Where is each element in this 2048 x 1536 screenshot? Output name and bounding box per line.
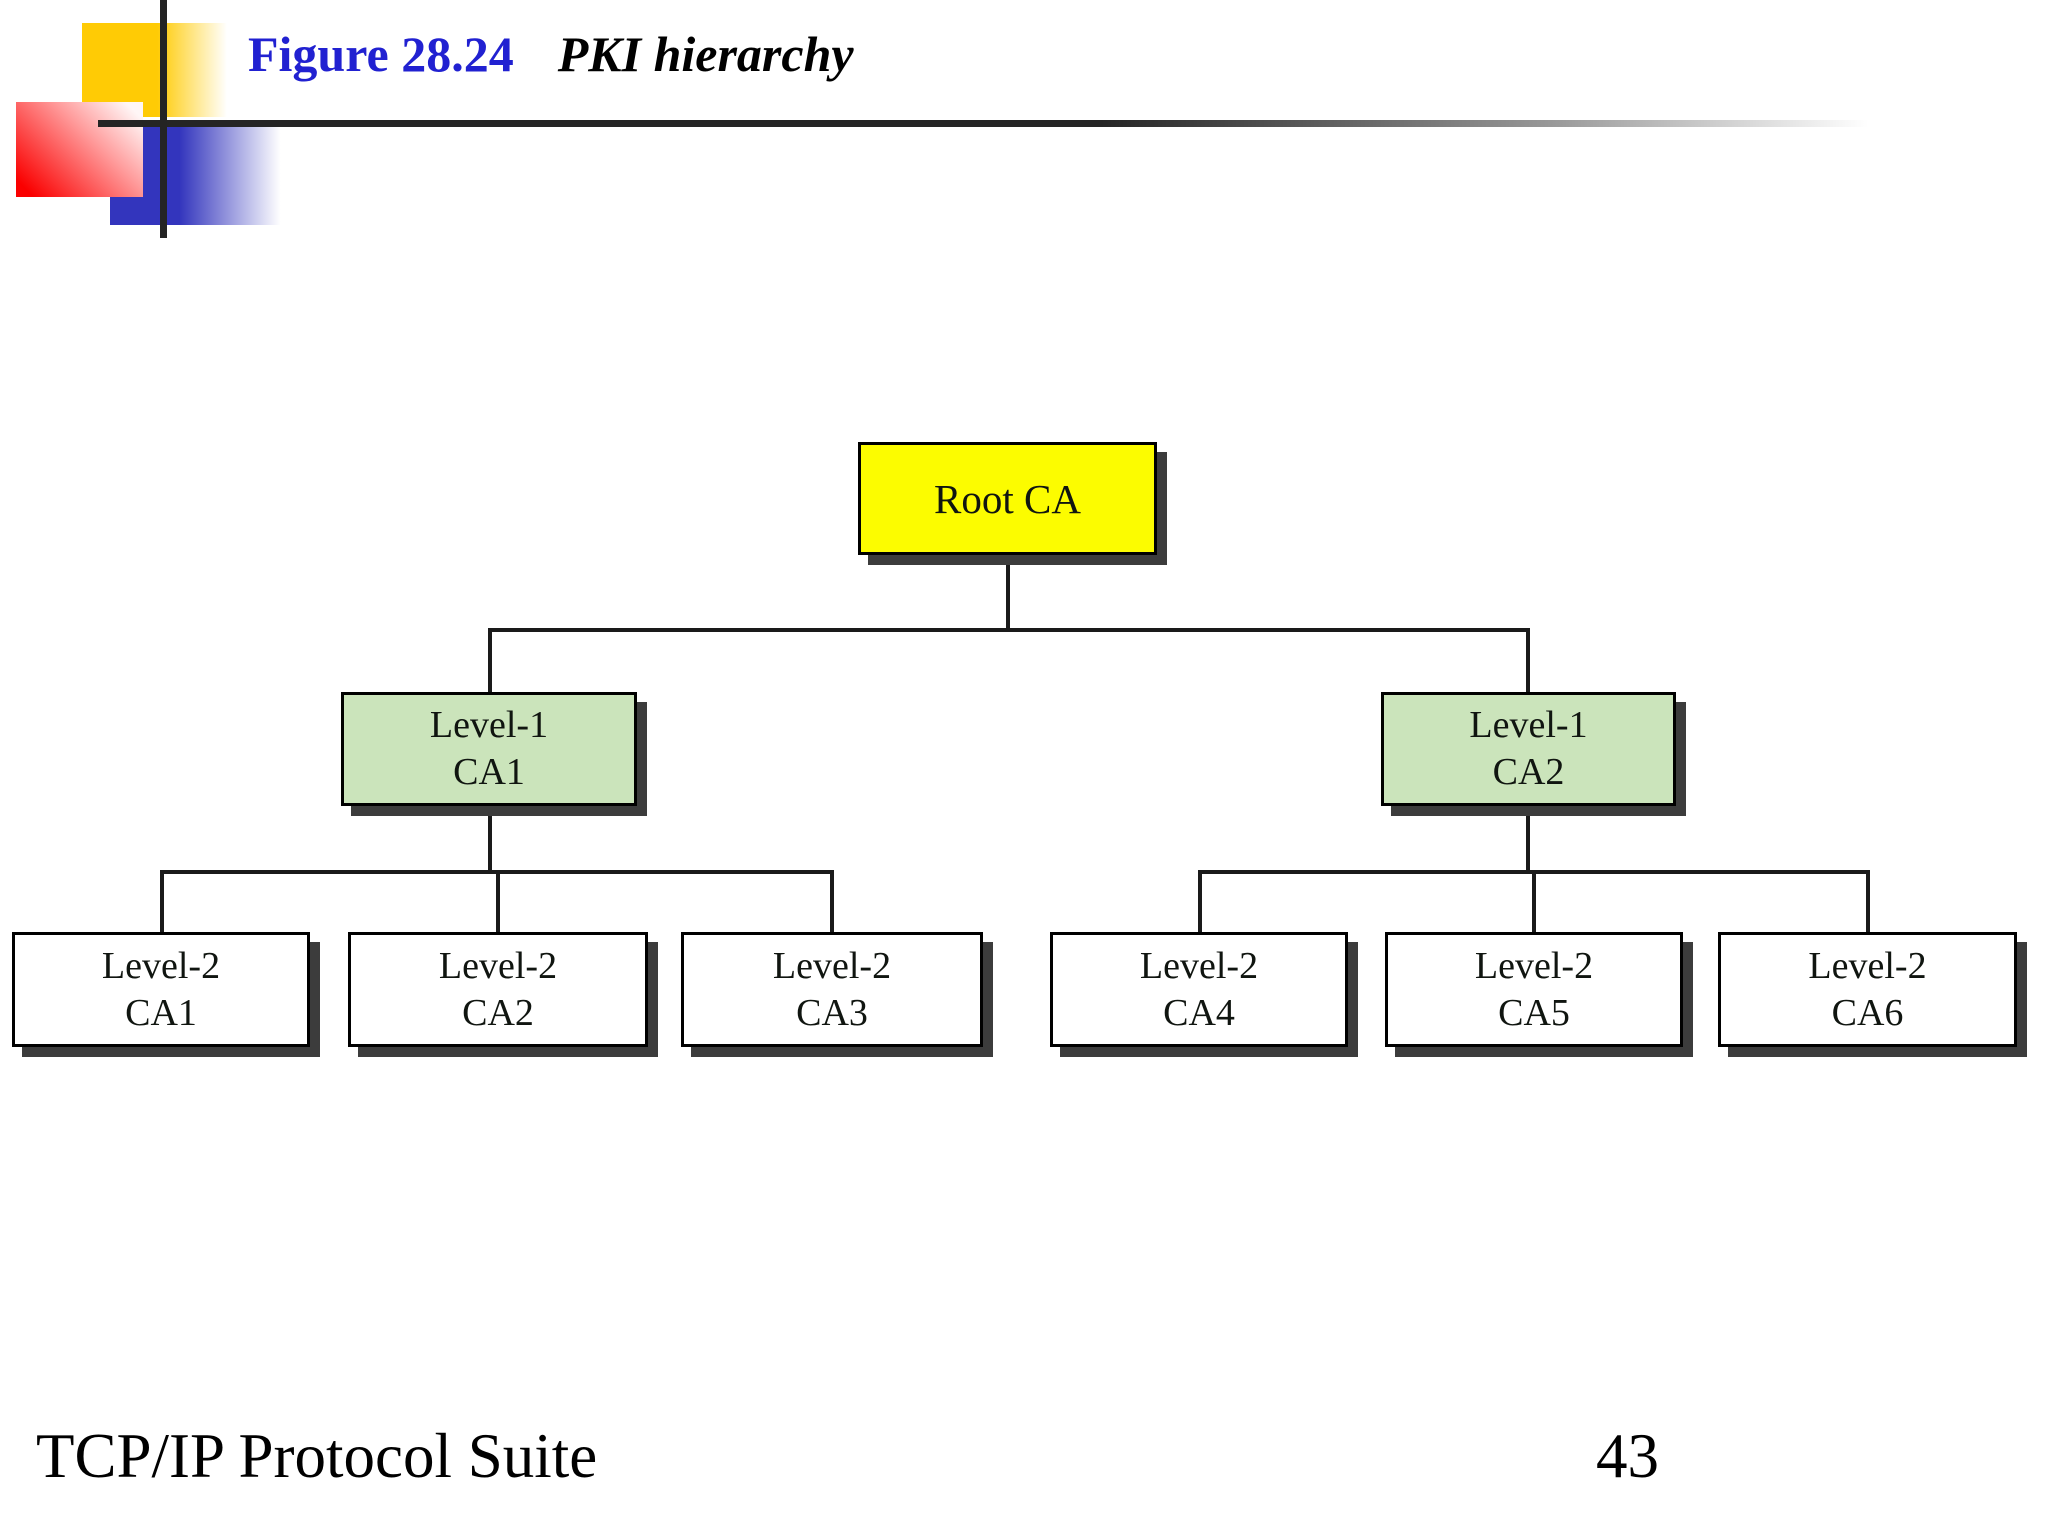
node-level2-ca5: Level-2 CA5 xyxy=(1385,932,1683,1047)
connector-level1-bus xyxy=(488,628,1530,632)
connector-bus-to-level2-ca6 xyxy=(1866,870,1870,934)
node-label-line2: CA2 xyxy=(1492,751,1565,793)
decoration-yellow-square xyxy=(82,23,227,117)
node-label-line1: Level-2 xyxy=(101,944,221,987)
node-label-line1: Level-2 xyxy=(1808,944,1927,987)
node-level2-ca6: Level-2 CA6 xyxy=(1718,932,2017,1047)
book-title: TCP/IP Protocol Suite xyxy=(36,1421,598,1491)
node-label-line1: Level-1 xyxy=(1469,704,1588,746)
node-label-line2: CA1 xyxy=(125,991,197,1034)
node-label-line1: Level-2 xyxy=(1474,944,1594,987)
connector-root-to-bus xyxy=(1006,555,1010,630)
connector-bus-to-level2-ca2 xyxy=(496,870,500,934)
node-level2-ca1: Level-2 CA1 xyxy=(12,932,310,1047)
figure-caption: PKI hierarchy xyxy=(557,26,854,82)
node-label-line1: Level-2 xyxy=(1139,944,1259,987)
node-label-line2: CA4 xyxy=(1163,991,1235,1034)
figure-number: Figure 28.24 xyxy=(248,26,514,82)
connector-bus-to-level1-ca1 xyxy=(488,628,492,694)
decoration-red-square xyxy=(16,102,143,197)
node-label-line2: CA1 xyxy=(453,751,525,793)
decoration-horizontal-rule xyxy=(98,120,1923,127)
node-label-line2: CA3 xyxy=(796,991,868,1034)
node-level1-ca1: Level-1 CA1 xyxy=(341,692,637,806)
connector-level1-ca1-to-bus xyxy=(488,804,492,874)
node-label-line1: Level-2 xyxy=(772,944,892,987)
connector-bus-to-level2-ca4 xyxy=(1198,870,1202,934)
connector-bus-to-level2-ca1 xyxy=(160,870,164,934)
node-label-line2: CA2 xyxy=(462,991,534,1034)
node-level1-ca2: Level-1 CA2 xyxy=(1381,692,1676,806)
node-level2-ca2: Level-2 CA2 xyxy=(348,932,648,1047)
figure-title: Figure 28.24 PKI hierarchy xyxy=(248,24,854,84)
node-label: Root CA xyxy=(934,475,1081,522)
decoration-vertical-rule xyxy=(160,0,167,238)
connector-bus-to-level1-ca2 xyxy=(1526,628,1530,694)
node-label-line1: Level-1 xyxy=(429,704,549,746)
node-level2-ca3: Level-2 CA3 xyxy=(681,932,983,1047)
page-number: 43 xyxy=(1596,1421,1659,1491)
node-label-line1: Level-2 xyxy=(438,944,558,987)
node-root-ca: Root CA xyxy=(858,442,1157,555)
node-label-line2: CA6 xyxy=(1831,991,1904,1034)
node-label-line2: CA5 xyxy=(1498,991,1570,1034)
connector-bus-to-level2-ca3 xyxy=(830,870,834,934)
connector-bus-to-level2-ca5 xyxy=(1532,870,1536,934)
node-level2-ca4: Level-2 CA4 xyxy=(1050,932,1348,1047)
connector-level1-ca2-to-bus xyxy=(1526,804,1530,874)
